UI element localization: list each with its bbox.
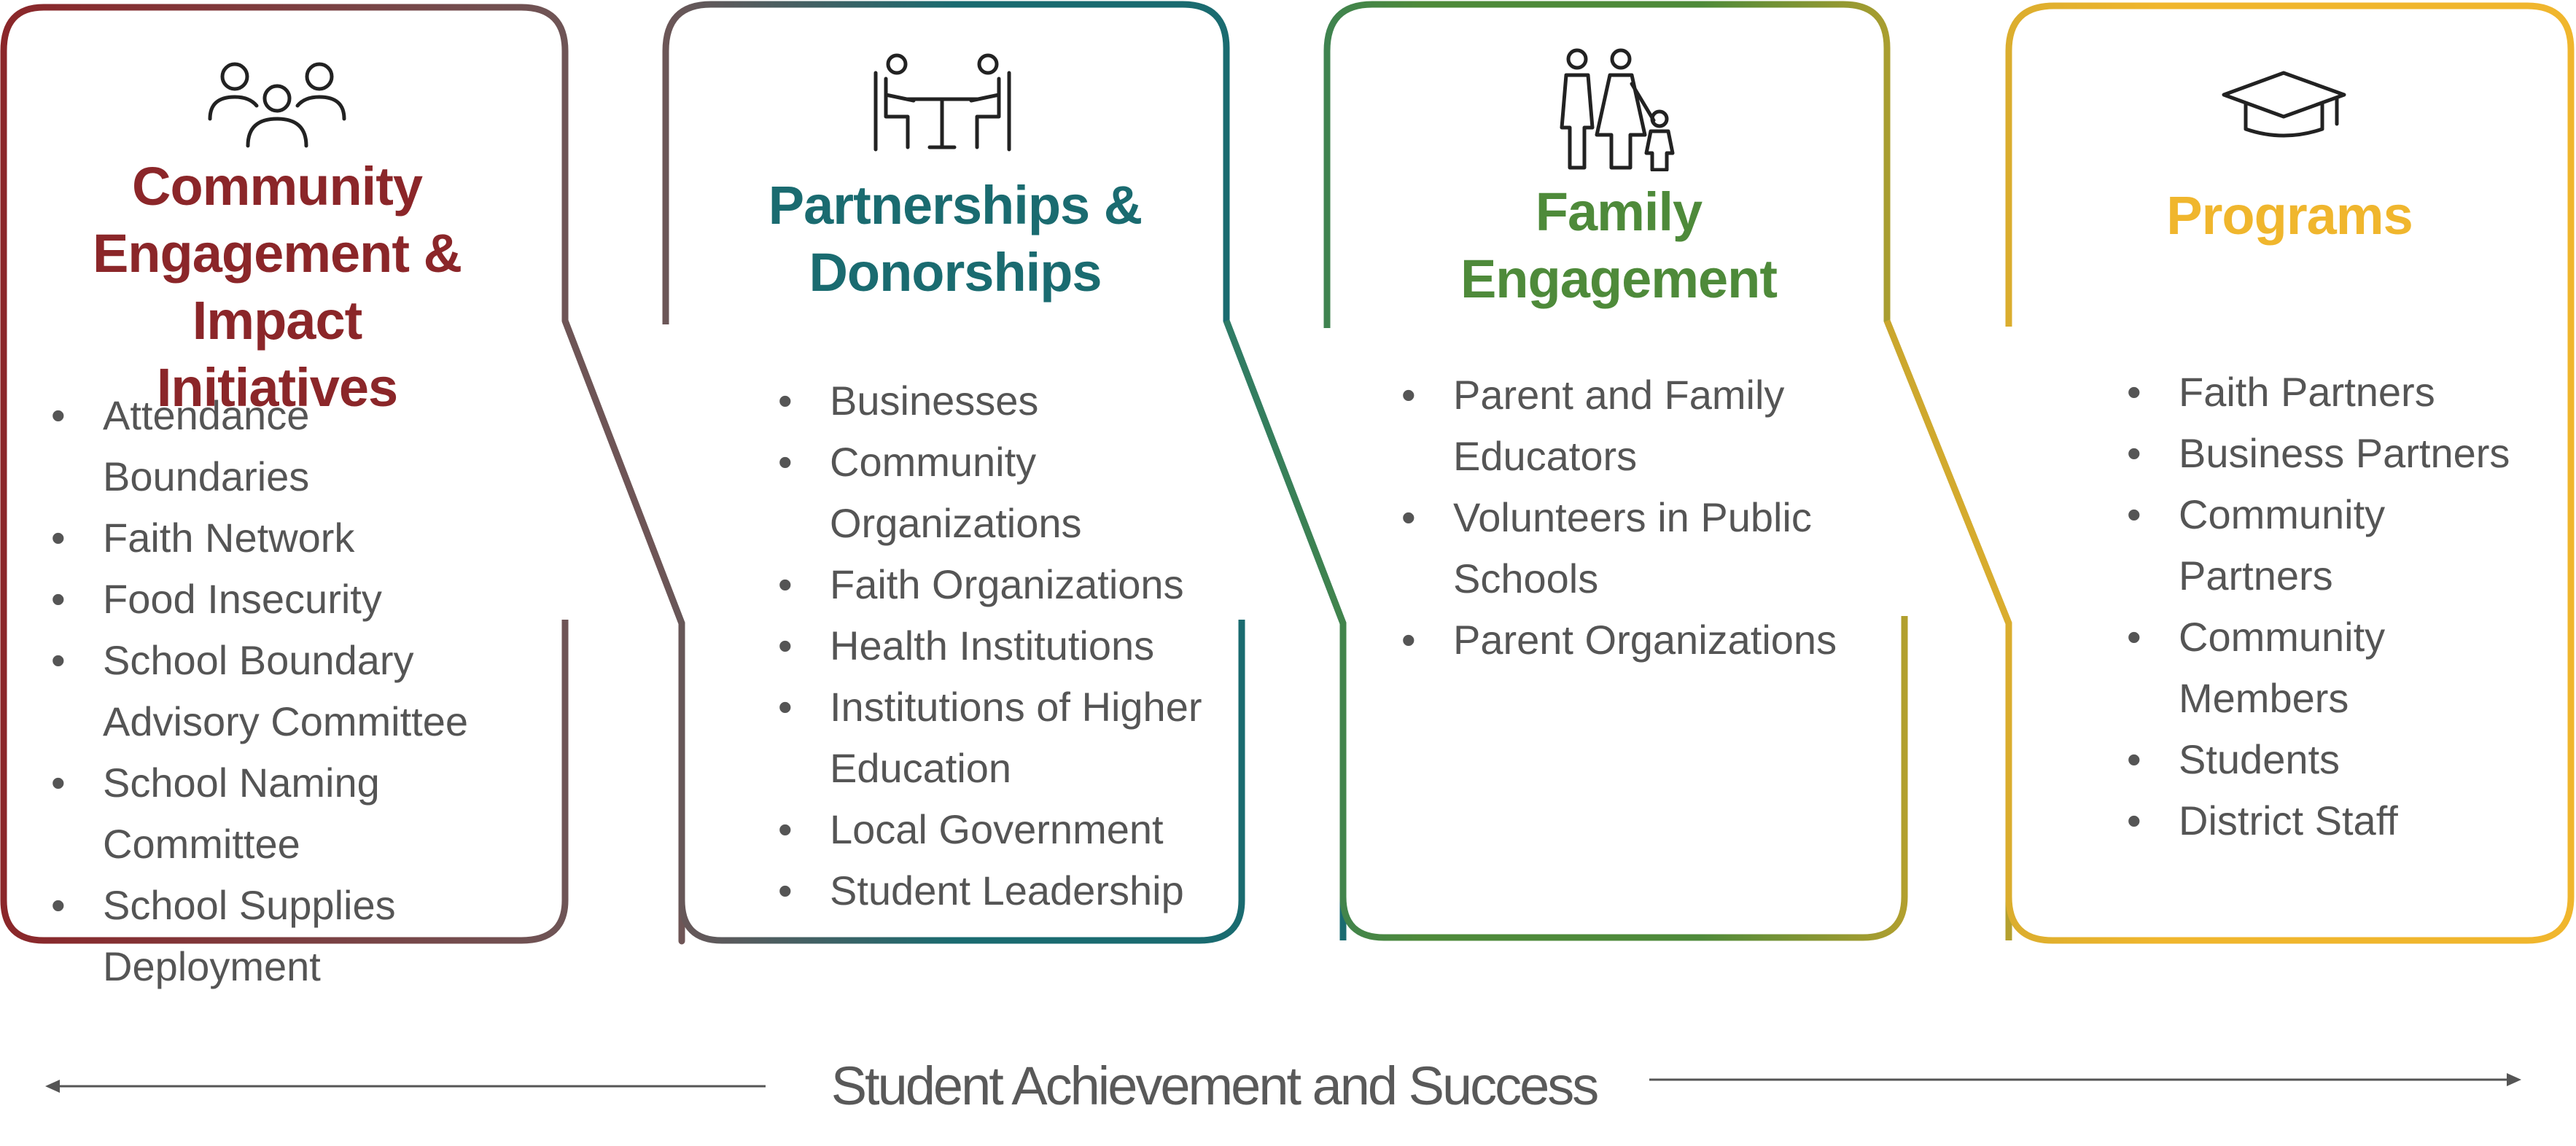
- list-item: School Supplies Deployment: [51, 875, 518, 997]
- list-item: District Staff: [2127, 790, 2550, 851]
- list-item: Health Institutions: [778, 615, 1223, 677]
- list-item: Students: [2127, 729, 2550, 790]
- column-title-partnerships: Partnerships & Donorships: [768, 175, 1143, 303]
- column-list-programs: Faith Partners Business Partners Communi…: [2127, 362, 2550, 851]
- list-item: School Boundary Advisory Committee: [51, 630, 518, 752]
- column-list-family: Parent and Family Educators Volunteers i…: [1401, 365, 1853, 671]
- footer-label: Student Achievement and Success: [830, 1056, 1600, 1116]
- column-frame-family: [1323, 1, 2012, 940]
- graduation-cap-icon: [2222, 71, 2346, 138]
- column-title-community: Community Engagement & Impact Initiative…: [92, 156, 462, 418]
- list-item: Attendance Boundaries: [51, 385, 518, 507]
- column-frame-community-outer: [0, 4, 569, 944]
- column-frame-partnerships: [662, 1, 1347, 940]
- list-item: Parent and Family Educators: [1401, 365, 1853, 487]
- list-item: Community Members: [2127, 607, 2550, 729]
- list-item: Community Partners: [2127, 484, 2550, 607]
- list-item: Businesses: [778, 370, 1223, 432]
- list-item: Business Partners: [2127, 423, 2550, 484]
- column-frame-partnerships-lower: [561, 319, 1245, 944]
- column-frame-family-lower: [1223, 319, 1908, 941]
- column-title-family: Family Engagement: [1460, 182, 1778, 309]
- family-icon: [1560, 48, 1675, 171]
- meeting-table-icon: [873, 53, 1011, 152]
- column-list-partnerships: Businesses Community Organizations Faith…: [778, 370, 1223, 921]
- list-item: Faith Network: [51, 507, 518, 569]
- footer-arrow-left-head: [45, 1080, 60, 1093]
- list-item: Faith Partners: [2127, 362, 2550, 423]
- list-item: Volunteers in Public Schools: [1401, 487, 1853, 609]
- list-item: Community Organizations: [778, 432, 1223, 554]
- footer-arrow-right-head: [2507, 1073, 2521, 1086]
- list-item: Institutions of Higher Education: [778, 677, 1223, 799]
- list-item: Faith Organizations: [778, 554, 1223, 615]
- column-frame-programs: [1883, 2, 2575, 944]
- list-item: Food Insecurity: [51, 569, 518, 630]
- list-item: Parent Organizations: [1401, 609, 1853, 671]
- list-item: Student Leadership: [778, 860, 1223, 921]
- column-list-community: Attendance Boundaries Faith Network Food…: [51, 385, 518, 997]
- column-frame-community: [44, 4, 685, 945]
- people-group-icon: [208, 62, 346, 148]
- column-title-programs: Programs: [2166, 185, 2413, 246]
- list-item: Local Government: [778, 799, 1223, 860]
- list-item: School Naming Committee: [51, 752, 518, 875]
